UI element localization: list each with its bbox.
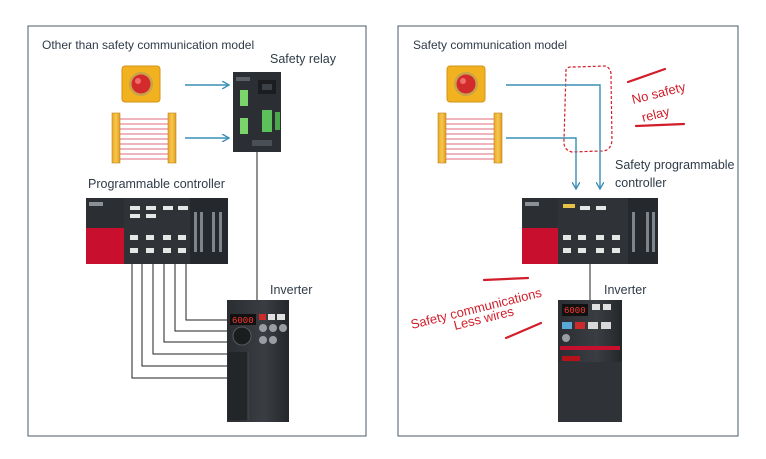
arrow-estop-to-plc (506, 84, 600, 188)
right-inverter: 6000 (558, 300, 622, 422)
annotation-stroke-note-bottom (504, 321, 543, 340)
left-inverter: 6000 (227, 300, 289, 422)
no-relay-text-line2: relay (640, 103, 671, 124)
right-inverter-label: Inverter (604, 283, 646, 297)
left-inverter-display: 6000 (232, 316, 254, 326)
annotation-stroke-top (626, 67, 667, 84)
left-panel: Other than safety communication model (27, 25, 367, 437)
plc-label: Programmable controller (88, 177, 225, 191)
safety-plc-label-line2: controller (615, 176, 666, 190)
emergency-stop-icon-right (446, 65, 486, 103)
right-panel-title: Safety communication model (413, 38, 567, 52)
annotation-stroke-note-top (482, 276, 530, 282)
missing-relay-outline (563, 65, 613, 153)
safety-plc-label-line1: Safety programmable (615, 158, 735, 172)
safety-relay (233, 72, 281, 152)
safety-programmable-controller (522, 198, 658, 264)
emergency-stop-icon (121, 65, 161, 103)
plc-to-inverter-wires (131, 264, 232, 379)
arrow-curtain-to-plc (506, 137, 576, 188)
right-panel: Safety communication model (397, 25, 739, 437)
safety-relay-label: Safety relay (270, 52, 337, 66)
annotation-stroke-bottom (634, 122, 686, 128)
left-panel-title: Other than safety communication model (42, 38, 254, 52)
left-inverter-label: Inverter (270, 283, 312, 297)
light-curtain-icon (111, 112, 177, 164)
light-curtain-icon-right (437, 112, 503, 164)
right-inverter-display: 6000 (564, 306, 586, 316)
programmable-controller (86, 198, 228, 264)
